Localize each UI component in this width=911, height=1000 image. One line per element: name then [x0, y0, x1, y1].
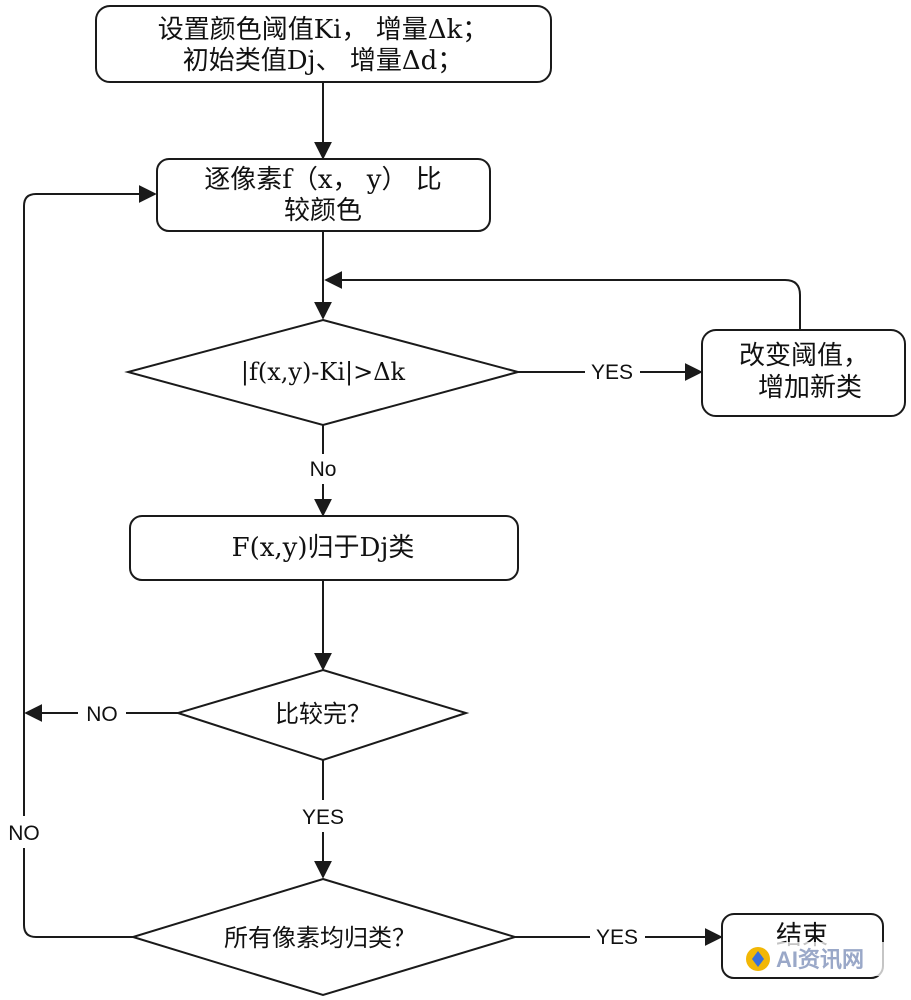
label-condition-yes: YES [591, 361, 633, 384]
done-check-diamond [174, 668, 470, 762]
init-line2: 初始类值Dj、 增量Δd； [183, 46, 464, 76]
all-check-node: 所有像素均归类？ [129, 877, 519, 997]
edge-labels: YES No NO YES NO YES [8, 361, 638, 949]
label-done-yes: YES [302, 806, 344, 829]
all-check-text: 所有像素均归类？ [224, 924, 416, 952]
assign-text: F(x,y)归于Dj类 [232, 533, 415, 563]
condition-diamond [124, 318, 522, 427]
label-done-no: NO [86, 703, 118, 726]
init-box [95, 5, 552, 83]
assign-node: F(x,y)归于Dj类 [129, 515, 519, 581]
label-condition-no: No [310, 458, 337, 481]
init-line1: 设置颜色阈值Ki， 增量Δk； [158, 15, 489, 45]
arrow-all-no-loop [23, 185, 157, 816]
watermark-text: AI资讯网 [776, 947, 864, 972]
assign-box [129, 515, 519, 581]
condition-node: |f(x,y)-Ki|>Δk [124, 318, 522, 427]
label-all-yes: YES [596, 926, 638, 949]
line-all-no-a [23, 848, 133, 938]
watermark: AI资讯网 [741, 942, 895, 976]
init-node: 设置颜色阈值Ki， 增量Δk； 初始类值Dj、 增量Δd； [95, 5, 552, 83]
change-box [701, 329, 906, 417]
change-line2: 增加新类 [758, 373, 862, 403]
watermark-logo-spark-icon [752, 951, 764, 967]
done-check-text: 比较完？ [275, 700, 371, 728]
compare-box [156, 158, 491, 232]
compare-node: 逐像素f（x， y） 比 较颜色 [156, 158, 491, 232]
all-check-diamond [129, 877, 519, 997]
condition-text: |f(x,y)-Ki|>Δk [241, 358, 406, 387]
done-check-node: 比较完？ [174, 668, 470, 762]
label-all-no: NO [8, 822, 40, 845]
change-line1: 改变阈值， [739, 341, 869, 371]
arrow-change-loop-back [324, 271, 801, 330]
compare-line1: 逐像素f（x， y） 比 [204, 165, 442, 195]
compare-line2: 较颜色 [284, 196, 362, 226]
change-node: 改变阈值， 增加新类 [701, 329, 906, 417]
watermark-backdrop [741, 942, 895, 976]
connectors [23, 82, 801, 946]
